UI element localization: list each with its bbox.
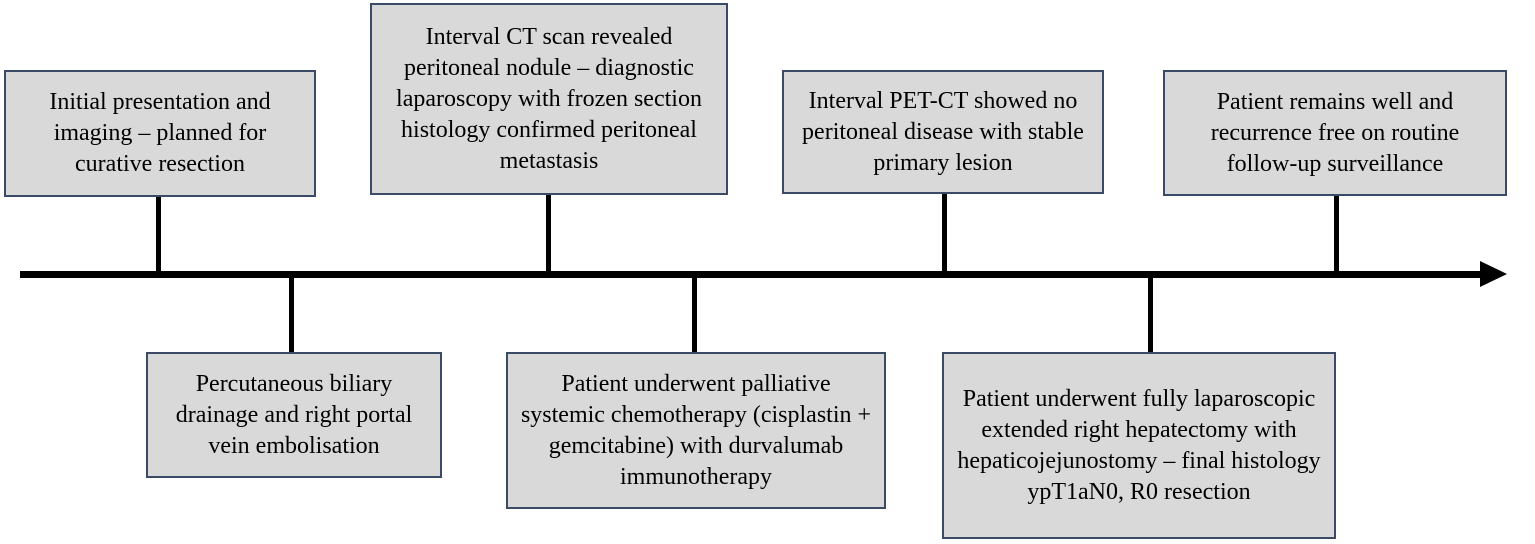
event-box-follow-up: Patient remains well and recurrence free… [1163, 70, 1507, 196]
connector-event-1 [156, 196, 161, 274]
event-text: Initial presentation and imaging – plann… [49, 89, 271, 177]
event-box-hepatectomy: Patient underwent fully laparoscopic ext… [942, 352, 1336, 539]
event-box-biliary-drainage: Percutaneous biliary drainage and right … [146, 352, 442, 478]
connector-event-4 [692, 274, 697, 354]
event-text: Patient remains well and recurrence free… [1210, 88, 1460, 177]
event-text: Percutaneous biliary drainage and right … [175, 370, 413, 459]
connector-event-7 [1334, 195, 1339, 274]
event-box-interval-pet-ct: Interval PET-CT showed no peritoneal dis… [782, 70, 1104, 194]
timeline-arrowhead [1480, 261, 1507, 287]
event-box-interval-ct: Interval CT scan revealed peritoneal nod… [370, 3, 728, 195]
timeline-axis [20, 271, 1482, 278]
event-box-initial-presentation: Initial presentation and imaging – plann… [4, 70, 316, 197]
event-text: Interval PET-CT showed no peritoneal dis… [802, 87, 1084, 176]
connector-event-3 [546, 194, 551, 274]
connector-event-2 [289, 274, 294, 354]
event-box-chemotherapy: Patient underwent palliative systemic ch… [506, 352, 886, 509]
event-text: Interval CT scan revealed peritoneal nod… [396, 23, 702, 174]
event-text: Patient underwent palliative systemic ch… [520, 370, 872, 490]
connector-event-6 [1148, 274, 1153, 354]
connector-event-5 [942, 193, 947, 274]
event-text: Patient underwent fully laparoscopic ext… [957, 385, 1321, 505]
